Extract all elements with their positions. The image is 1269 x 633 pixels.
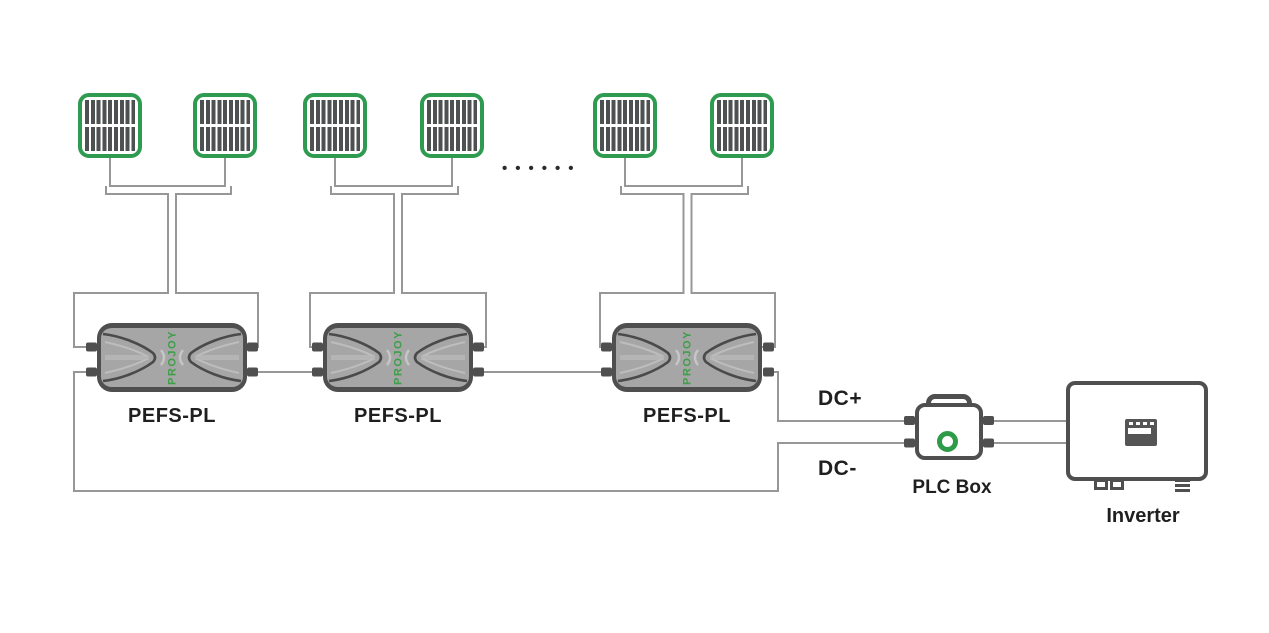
- optimizer-chevrons: [328, 332, 468, 383]
- connector-nubs: [86, 342, 994, 448]
- solar-panel-icon: [710, 93, 774, 158]
- wire-dc-minus: [73, 371, 905, 492]
- optimizer-chevrons: [617, 332, 757, 383]
- solar-panel-icon: [593, 93, 657, 158]
- wire-string-1-left: [73, 186, 169, 348]
- continuation-dots: ••••••: [502, 160, 582, 177]
- wire-string-2-right: [401, 186, 487, 348]
- plc-box: [904, 392, 995, 464]
- plc-box-label: PLC Box: [912, 477, 992, 498]
- wire-string-3-inner: [624, 157, 743, 187]
- optimizer-device: PROJOY: [612, 323, 762, 392]
- optimizer-chevrons: [102, 332, 242, 383]
- solar-panel-icon: [78, 93, 142, 158]
- solar-panel-icon: [303, 93, 367, 158]
- dc-minus-label: DC-: [818, 457, 857, 480]
- plc-indicator-ring-icon: [937, 431, 958, 452]
- inverter-terminal: [1094, 479, 1108, 490]
- optimizer-label: PEFS-PL: [354, 405, 442, 427]
- inverter-label: Inverter: [1106, 505, 1180, 527]
- dc-plus-label: DC+: [818, 387, 863, 410]
- inverter-vent: [1175, 479, 1190, 493]
- optimizer-label: PEFS-PL: [128, 405, 216, 427]
- inverter: [1066, 381, 1208, 493]
- optimizer-device: PROJOY: [323, 323, 473, 392]
- solar-panel-icon: [420, 93, 484, 158]
- solar-panel-icon: [193, 93, 257, 158]
- inverter-display-icon: [1125, 419, 1157, 446]
- wire-string-3-right: [690, 186, 776, 348]
- wire-string-2-inner: [334, 157, 453, 187]
- wire-string-3-left: [599, 186, 685, 348]
- optimizer-label: PEFS-PL: [643, 405, 731, 427]
- wire-string-1-inner: [109, 157, 226, 187]
- inverter-terminal: [1110, 479, 1124, 490]
- optimizer-device: PROJOY: [97, 323, 247, 392]
- wire-string-2-left: [309, 186, 395, 348]
